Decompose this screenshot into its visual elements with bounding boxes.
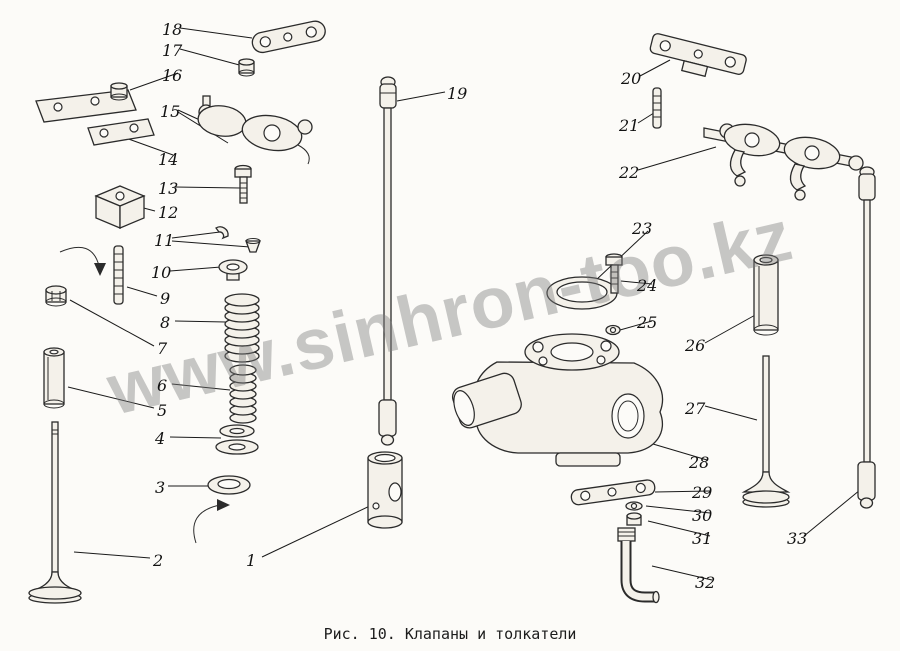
part-25-nut — [605, 324, 621, 336]
part-32-oil-pipe — [617, 527, 660, 604]
part-label-30: 30 — [692, 506, 713, 525]
part-label-18: 18 — [162, 20, 183, 39]
part-6-inner-spring — [229, 364, 257, 424]
part-1-tappet — [367, 451, 403, 529]
part-label-2: 2 — [153, 551, 164, 570]
part-22-rocker-arms — [703, 123, 864, 201]
part-label-13: 13 — [158, 179, 179, 198]
part-23-seat-ring — [546, 276, 618, 310]
part-3-washer — [207, 475, 251, 495]
part-12-block — [94, 185, 146, 229]
part-label-19: 19 — [447, 84, 468, 103]
part-9-stud — [113, 245, 124, 305]
part-30-washer — [625, 501, 643, 511]
part-label-26: 26 — [685, 336, 706, 355]
part-label-24: 24 — [637, 276, 658, 295]
part-label-8: 8 — [160, 313, 171, 332]
part-14-shaft-bracket — [35, 89, 155, 146]
part-5-valve-guide — [43, 347, 65, 409]
part-11-valve-collets — [215, 226, 261, 253]
part-label-23: 23 — [632, 219, 653, 238]
part-33-pushrod — [857, 166, 876, 509]
part-15-rocker-arm — [197, 95, 313, 165]
part-label-16: 16 — [162, 66, 183, 85]
part-label-22: 22 — [619, 163, 640, 182]
part-label-31: 31 — [692, 529, 713, 548]
part-label-7: 7 — [157, 339, 168, 358]
part-label-3: 3 — [155, 478, 166, 497]
part-label-17: 17 — [162, 41, 183, 60]
part-21-stud — [652, 87, 662, 129]
part-label-15: 15 — [160, 102, 181, 121]
part-label-6: 6 — [157, 376, 168, 395]
part-label-14: 14 — [158, 150, 179, 169]
part-4-spring-seat — [215, 424, 259, 455]
part-7-nut — [45, 285, 67, 307]
part-label-9: 9 — [160, 289, 171, 308]
part-24-bolt — [605, 253, 623, 294]
part-29-lock-plate — [570, 479, 656, 506]
part-label-4: 4 — [155, 429, 166, 448]
part-label-33: 33 — [787, 529, 808, 548]
part-19-pushrod — [378, 76, 397, 446]
part-8-outer-spring — [224, 293, 260, 363]
part-label-32: 32 — [695, 573, 716, 592]
part-label-27: 27 — [685, 399, 706, 418]
part-label-11: 11 — [154, 231, 175, 250]
part-label-10: 10 — [151, 263, 172, 282]
part-28-housing — [451, 333, 664, 467]
leader-lines — [67, 27, 861, 581]
part-label-29: 29 — [692, 483, 713, 502]
part-label-25: 25 — [637, 313, 658, 332]
part-17-nut — [238, 58, 255, 77]
rotation-arrow-top — [59, 246, 106, 276]
part-label-1: 1 — [246, 551, 257, 570]
part-18-lock-plate — [251, 20, 326, 54]
part-20-shaft-bracket — [649, 33, 747, 78]
part-10-spring-cap — [218, 259, 248, 281]
part-27-valve — [741, 355, 791, 508]
part-31-nut — [626, 512, 642, 526]
part-label-12: 12 — [158, 203, 179, 222]
part-2-valve — [28, 421, 82, 604]
figure-caption: Рис. 10. Клапаны и толкатели — [323, 625, 577, 643]
part-13-bolt — [234, 164, 252, 204]
part-26-tappet-sleeve — [753, 254, 779, 336]
part-label-21: 21 — [619, 116, 640, 135]
part-label-5: 5 — [157, 401, 168, 420]
part-label-20: 20 — [621, 69, 642, 88]
part-16-nut — [110, 82, 128, 101]
rotation-arrow-bottom — [193, 499, 230, 544]
part-label-28: 28 — [689, 453, 710, 472]
